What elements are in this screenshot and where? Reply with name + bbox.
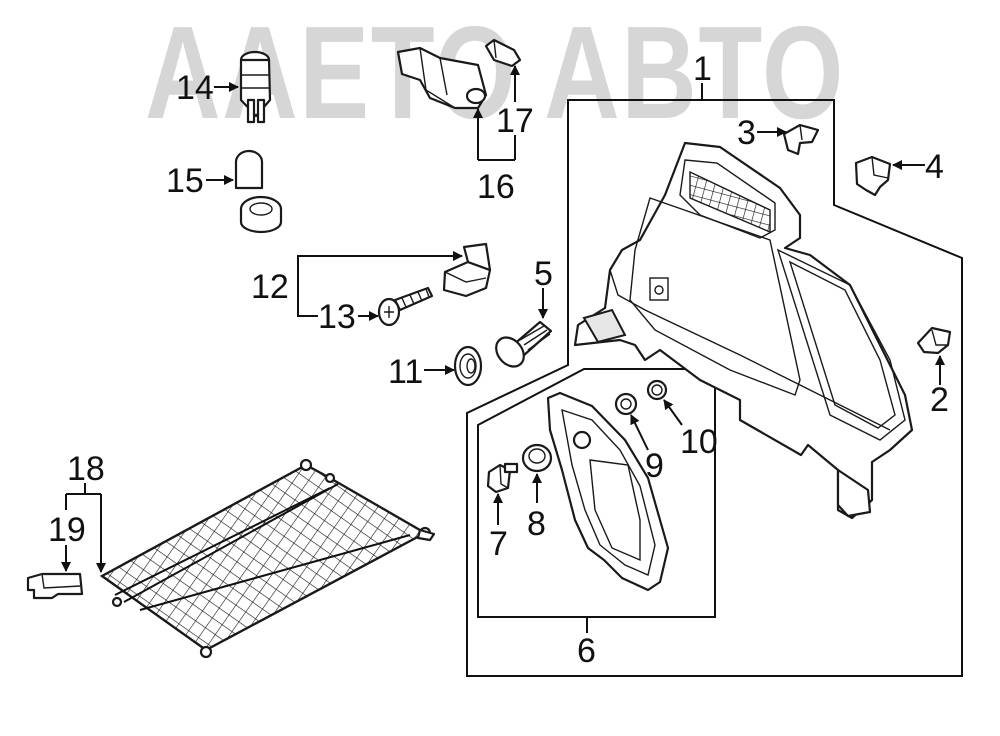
leader-lines xyxy=(61,65,945,633)
callout-17: 17 xyxy=(496,102,534,140)
callout-1: 1 xyxy=(693,50,712,88)
bolt-part-5 xyxy=(495,320,553,368)
callout-7: 7 xyxy=(489,525,508,563)
bracket-part-12 xyxy=(442,242,492,298)
bulb-part-17 xyxy=(484,38,522,68)
clip-part-3 xyxy=(782,123,820,156)
washer-part-10 xyxy=(646,379,668,401)
callout-14: 14 xyxy=(176,69,214,107)
callout-6: 6 xyxy=(577,632,596,670)
cargo-net-part-18 xyxy=(99,458,436,659)
socket-part-14 xyxy=(239,50,272,124)
callout-10: 10 xyxy=(680,423,718,461)
quarter-trim-panel xyxy=(573,141,914,520)
washer-part-9 xyxy=(614,392,638,416)
callout-13: 13 xyxy=(318,298,356,336)
pin-part-8 xyxy=(521,443,553,473)
callout-11: 11 xyxy=(388,353,423,391)
clip-part-4 xyxy=(854,155,892,197)
callout-9: 9 xyxy=(645,447,664,485)
callout-labels: 1 2 3 4 5 6 7 8 9 10 11 12 13 14 15 16 1… xyxy=(48,50,949,670)
callout-4: 4 xyxy=(925,148,944,186)
hook-part-19 xyxy=(26,572,84,600)
callout-3: 3 xyxy=(737,114,756,152)
outlet-part-15 xyxy=(234,149,283,234)
housing-part-16 xyxy=(396,46,488,110)
clip-part-7 xyxy=(486,462,519,494)
callout-2: 2 xyxy=(930,381,949,419)
callout-19: 19 xyxy=(48,511,86,549)
callout-8: 8 xyxy=(527,505,546,543)
lower-trim-panel xyxy=(546,391,670,592)
callout-18: 18 xyxy=(67,450,105,488)
clip-part-2 xyxy=(916,326,952,355)
frame-assembly-1 xyxy=(466,99,963,677)
callout-12: 12 xyxy=(251,268,289,306)
callout-5: 5 xyxy=(534,255,553,293)
frame-assembly-6 xyxy=(477,368,716,618)
grommet-part-11 xyxy=(453,345,483,387)
callout-16: 16 xyxy=(477,168,515,206)
callout-15: 15 xyxy=(166,162,204,200)
screw-part-13 xyxy=(377,286,434,327)
